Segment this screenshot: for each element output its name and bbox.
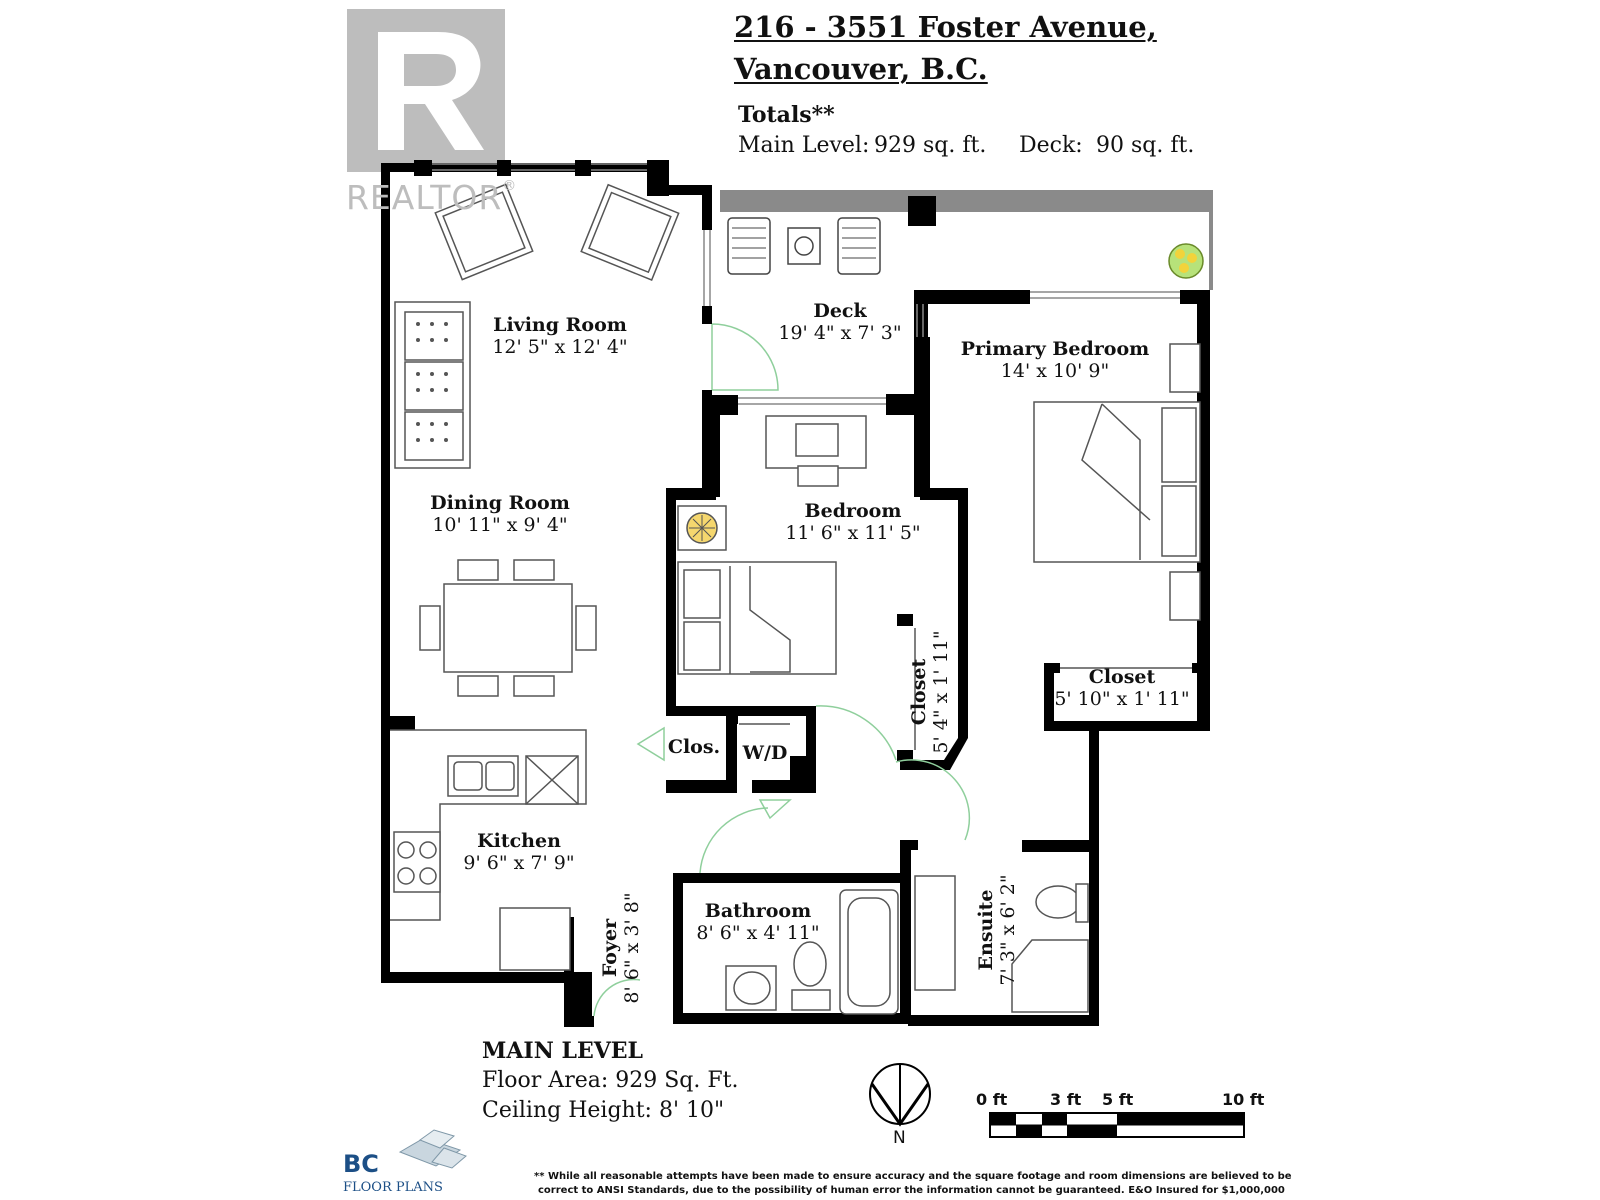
logo-letters: BC <box>343 1150 379 1178</box>
room-bathroom-dims: 8' 6" x 4' 11" <box>696 922 820 944</box>
room-closet-primary-dims: 5' 10" x 1' 11" <box>1054 688 1190 710</box>
plant-icon <box>1168 243 1204 279</box>
door-swings <box>593 323 971 1017</box>
disclaimer-line-2: correct to ANSI Standards, due to the po… <box>538 1185 1285 1196</box>
room-bedroom-dims: 11' 6" x 11' 5" <box>785 522 921 544</box>
totals-label: Totals** <box>738 102 835 128</box>
room-wd-name: W/D <box>742 742 788 764</box>
main-level-total-label: Main Level: <box>738 133 870 158</box>
room-deck-name: Deck <box>813 300 867 322</box>
room-closet-primary-name: Closet <box>1088 666 1156 688</box>
room-closet-vertical: Closet 5' 4" x 1' 11" <box>908 622 952 762</box>
room-dining-dims: 10' 11" x 9' 4" <box>432 514 568 536</box>
room-foyer-name: Foyer <box>599 918 621 978</box>
room-deck-dims: 19' 4" x 7' 3" <box>778 322 902 344</box>
room-ensuite-name: Ensuite <box>975 889 997 971</box>
room-ensuite-dims: 7' 3" x 6' 2" <box>997 874 1019 986</box>
room-kitchen-dims: 9' 6" x 7' 9" <box>463 852 575 874</box>
deck-total-value: 90 sq. ft. <box>1096 133 1195 158</box>
lamp-icon <box>686 512 718 544</box>
room-living: Living Room 12' 5" x 12' 4" <box>480 314 640 358</box>
realtor-watermark-icon <box>347 9 505 172</box>
deck-area <box>720 190 1213 290</box>
room-living-dims: 12' 5" x 12' 4" <box>492 336 628 358</box>
north-compass-icon <box>869 1063 931 1127</box>
room-bedroom: Bedroom 11' 6" x 11' 5" <box>778 500 928 544</box>
room-primary-bedroom: Primary Bedroom 14' x 10' 9" <box>960 338 1150 382</box>
room-closet-primary: Closet 5' 10" x 1' 11" <box>1052 666 1192 710</box>
address-line-2: Vancouver, B.C. <box>734 52 988 86</box>
compass-label: N <box>893 1128 906 1148</box>
room-bathroom-name: Bathroom <box>704 900 812 922</box>
logo-text: FLOOR PLANS <box>343 1180 443 1195</box>
cushion-dots <box>416 322 448 442</box>
room-living-name: Living Room <box>493 314 627 336</box>
room-closet-vertical-dims: 5' 4" x 1' 11" <box>930 630 952 754</box>
scale-label-0: 0 ft <box>976 1090 1008 1109</box>
main-level-total-value: 929 sq. ft. <box>874 133 987 158</box>
room-dining: Dining Room 10' 11" x 9' 4" <box>420 492 580 536</box>
furniture <box>390 183 1201 1015</box>
room-kitchen-name: Kitchen <box>477 830 561 852</box>
room-ensuite: Ensuite 7' 3" x 6' 2" <box>975 865 1019 995</box>
scale-label-3: 3 ft <box>1050 1090 1082 1109</box>
scale-label-10: 10 ft <box>1222 1090 1265 1109</box>
scale-label-5: 5 ft <box>1102 1090 1134 1109</box>
legend-ceiling-height: Ceiling Height: 8' 10" <box>482 1098 725 1123</box>
deck-total-label: Deck: <box>1019 133 1083 158</box>
room-bedroom-name: Bedroom <box>804 500 902 522</box>
realtor-watermark-text: REALTOR® <box>346 178 518 217</box>
windows <box>432 163 1180 405</box>
room-closet-vertical-name: Closet <box>908 658 930 726</box>
walls <box>381 160 1210 1027</box>
legend-floor-area: Floor Area: 929 Sq. Ft. <box>482 1068 739 1093</box>
room-bathroom: Bathroom 8' 6" x 4' 11" <box>688 900 828 944</box>
room-foyer-dims: 8' 6" x 3' 8" <box>621 892 643 1004</box>
bc-floor-plans-logo-icon <box>398 1129 467 1169</box>
room-clos-name: Clos. <box>667 736 721 758</box>
scale-bar <box>989 1112 1245 1138</box>
address-line-1: 216 - 3551 Foster Avenue, <box>734 10 1157 44</box>
room-kitchen: Kitchen 9' 6" x 7' 9" <box>444 830 594 874</box>
room-foyer: Foyer 8' 6" x 3' 8" <box>599 883 643 1013</box>
room-primary-bedroom-name: Primary Bedroom <box>960 338 1150 360</box>
disclaimer-line-1: ** While all reasonable attempts have be… <box>534 1171 1292 1182</box>
room-dining-name: Dining Room <box>430 492 570 514</box>
legend-title: MAIN LEVEL <box>482 1038 644 1064</box>
room-primary-bedroom-dims: 14' x 10' 9" <box>1000 360 1110 382</box>
room-deck: Deck 19' 4" x 7' 3" <box>770 300 910 344</box>
